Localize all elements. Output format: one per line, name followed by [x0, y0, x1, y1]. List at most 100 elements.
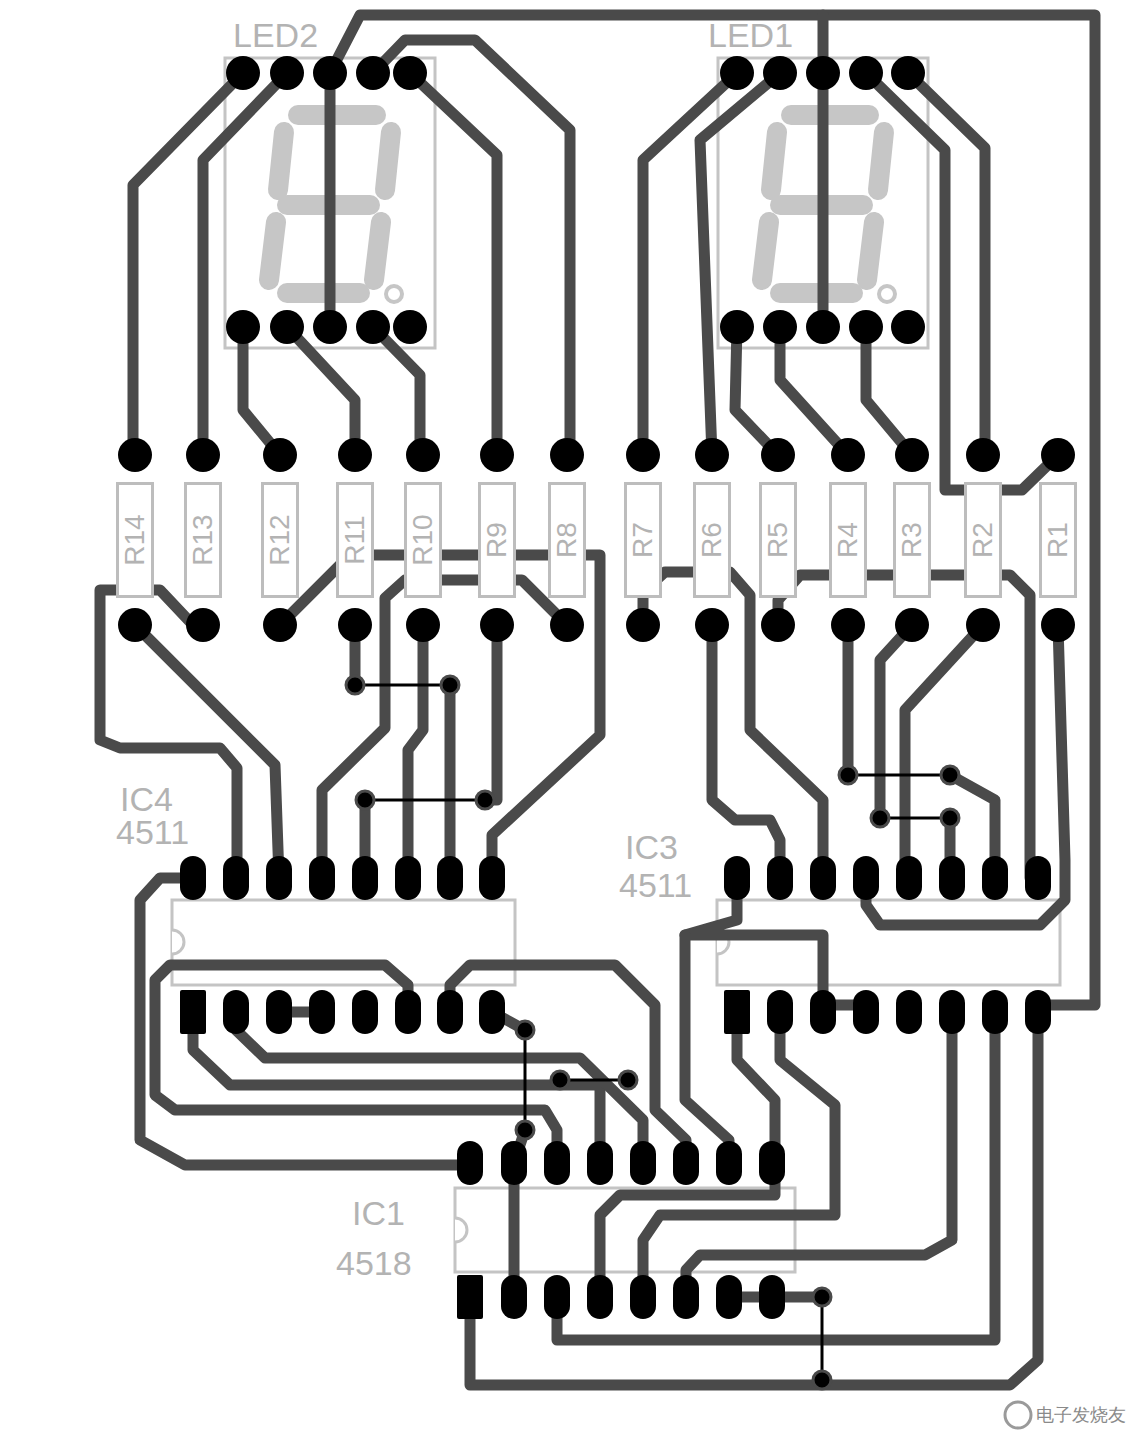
- ic-pad: [180, 990, 206, 1034]
- ic-pad: [587, 1141, 613, 1185]
- ic-pad: [630, 1141, 656, 1185]
- digit-segment: [771, 132, 777, 190]
- round-pad: [763, 310, 797, 344]
- ic-notch: [455, 1218, 467, 1242]
- resistor-label: R2: [969, 522, 997, 558]
- round-pad: [393, 310, 427, 344]
- round-pad: [720, 56, 754, 90]
- copper-trace: [470, 1012, 1038, 1385]
- digit-segment: [385, 132, 391, 190]
- ic-pad: [352, 990, 378, 1034]
- copper-trace: [155, 965, 557, 1163]
- resistor-label: R9: [483, 522, 511, 558]
- jumper-wire: [524, 1030, 527, 1130]
- round-pad: [895, 438, 929, 472]
- ic-pad: [1025, 990, 1051, 1034]
- ic-pad: [630, 1275, 656, 1319]
- digit-segment: [287, 283, 360, 303]
- round-pad: [186, 438, 220, 472]
- round-pad: [831, 608, 865, 642]
- part-label: LED2: [233, 18, 318, 52]
- resistor-symbol: R8: [548, 482, 586, 598]
- digit-segment: [269, 222, 276, 280]
- ic-pad: [501, 1141, 527, 1185]
- copper-trace: [280, 555, 600, 878]
- round-pad: [270, 56, 304, 90]
- round-pad: [186, 608, 220, 642]
- ic-pad: [939, 856, 965, 900]
- jumper-wire: [365, 799, 485, 802]
- ic-pad: [309, 990, 335, 1034]
- round-pad: [338, 438, 372, 472]
- copper-trace: [908, 73, 985, 455]
- ic-pad: [724, 990, 750, 1034]
- round-pad: [695, 438, 729, 472]
- ic-pad: [479, 990, 505, 1034]
- ic-pad: [810, 990, 836, 1034]
- ic-pad: [544, 1275, 570, 1319]
- copper-trace: [193, 1012, 600, 1163]
- resistor-label: R3: [898, 522, 926, 558]
- part-label: IC4: [120, 782, 173, 816]
- digit-segment: [374, 222, 381, 280]
- watermark: 电子发烧友: [1036, 1406, 1126, 1424]
- part-label: LED1: [708, 18, 793, 52]
- resistor-symbol: R13: [184, 482, 222, 598]
- jumper-pad: [941, 766, 959, 784]
- round-pad: [966, 438, 1000, 472]
- resistor-label: R12: [266, 514, 294, 565]
- resistor-label: R1: [1044, 522, 1072, 558]
- ic-pad: [395, 856, 421, 900]
- round-pad: [118, 608, 152, 642]
- ic-pad: [457, 1275, 483, 1319]
- wire-jumpers: [346, 676, 959, 1389]
- round-pad: [393, 56, 427, 90]
- copper-trace: [203, 73, 287, 455]
- round-pad: [313, 56, 347, 90]
- ic-pads: [180, 856, 1051, 1319]
- jumper-pad: [516, 1121, 534, 1139]
- part-outline: [717, 900, 1060, 985]
- copper-trace: [373, 327, 420, 455]
- ic-pad: [266, 856, 292, 900]
- copper-trace: [287, 327, 355, 455]
- digit-segment: [780, 283, 853, 303]
- jumper-pad: [356, 791, 374, 809]
- round-pad: [313, 310, 347, 344]
- ic-pad: [767, 856, 793, 900]
- ic-pad: [896, 990, 922, 1034]
- copper-trace: [100, 590, 237, 878]
- ic-pad: [853, 856, 879, 900]
- round-pad: [406, 438, 440, 472]
- digit-segment: [878, 132, 884, 190]
- round-pad: [118, 438, 152, 472]
- ic-pad: [223, 856, 249, 900]
- jumper-pad: [441, 676, 459, 694]
- round-pad: [338, 608, 372, 642]
- jumper-pad: [346, 676, 364, 694]
- resistor-symbol: R11: [336, 482, 374, 598]
- resistor-label: R13: [189, 514, 217, 565]
- round-pad: [626, 608, 660, 642]
- round-pad: [849, 310, 883, 344]
- ic-pad: [716, 1275, 742, 1319]
- ic-pad: [767, 990, 793, 1034]
- round-pad: [270, 310, 304, 344]
- round-pad: [480, 608, 514, 642]
- resistor-symbol: R9: [478, 482, 516, 598]
- round-pad: [806, 56, 840, 90]
- resistor-symbol: R14: [116, 482, 154, 598]
- ic-pad: [352, 856, 378, 900]
- round-pad: [550, 438, 584, 472]
- led-display: LED2: [225, 58, 435, 348]
- round-pad: [226, 56, 260, 90]
- ic-pad: [982, 856, 1008, 900]
- copper-trace: [843, 625, 854, 775]
- copper-trace: [905, 625, 983, 878]
- ic-package: IC44511: [172, 900, 515, 985]
- ic-pad: [759, 1141, 785, 1185]
- ic-pad: [266, 990, 292, 1034]
- digit-segment: [278, 132, 284, 190]
- round-pad: [356, 56, 390, 90]
- ic-pad: [180, 856, 206, 900]
